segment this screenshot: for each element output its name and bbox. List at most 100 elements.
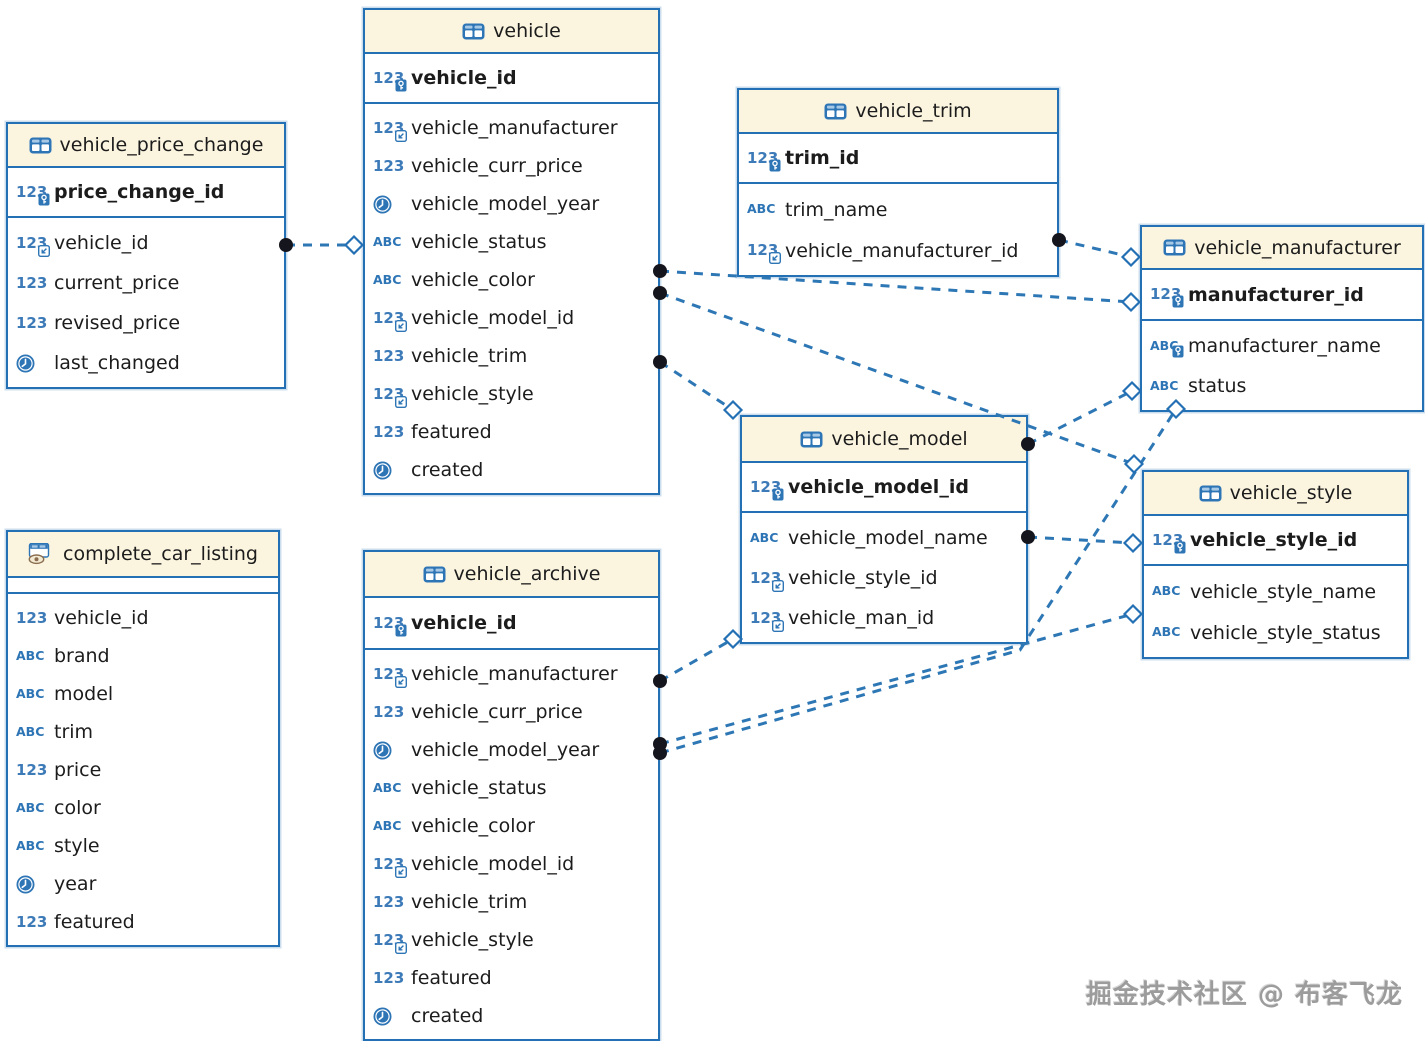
numeric-fk-icon: 123 [373, 120, 411, 142]
relationship-line-vehicle_model-vehicle_manufacturer [1027, 389, 1133, 446]
table-header[interactable]: vehicle_model [742, 417, 1026, 463]
numeric-pk-icon: 123 [750, 479, 788, 500]
table-header[interactable]: vehicle_trim [739, 90, 1057, 134]
string-type-icon: ABC [750, 529, 779, 545]
column-created[interactable]: created [365, 451, 658, 489]
column-last_changed[interactable]: last_changed [8, 343, 284, 383]
string-type-icon: ABC [373, 779, 402, 795]
string-type-icon: ABC [1150, 377, 1179, 393]
numeric-type-icon: 123 [16, 273, 48, 292]
datetime-icon [373, 1007, 411, 1026]
table-header[interactable]: vehicle_archive [365, 552, 658, 598]
column-created[interactable]: created [365, 997, 658, 1035]
table-header[interactable]: vehicle_style [1144, 472, 1407, 516]
numeric-pk-icon: 123 [373, 70, 411, 91]
table-header[interactable]: vehicle [365, 10, 658, 54]
relationship-line-vehicle_model-vehicle_style [1027, 535, 1134, 545]
numeric-type-icon: 123 [373, 346, 405, 365]
table-icon [1199, 485, 1222, 501]
column-year[interactable]: year [8, 865, 278, 903]
table-title: vehicle_style [1229, 482, 1353, 504]
column-vehicle_model_year[interactable]: vehicle_model_year [365, 731, 658, 769]
foreign-key-badge-icon [395, 865, 407, 878]
datetime-type-icon [16, 354, 35, 372]
foreign-key-badge-icon [395, 395, 407, 408]
table-title: vehicle [493, 20, 561, 42]
numeric-pk-icon: 123 [747, 150, 785, 171]
numeric-fk-icon: 123 [373, 856, 411, 878]
relationship-line-vehicle_archive-vehicle_model [659, 637, 734, 683]
key-badge-icon [772, 488, 784, 500]
numeric-fk-icon: 123 [750, 570, 788, 592]
datetime-type-icon [373, 741, 392, 759]
key-badge-icon [395, 79, 407, 91]
relationship-target-diamond [1120, 246, 1142, 268]
watermark: 掘金技术社区 @ 布客飞龙 [1085, 980, 1403, 1010]
table-icon [1163, 239, 1186, 256]
table-header[interactable]: vehicle_manufacturer [1142, 227, 1422, 270]
table-title: vehicle_price_change [59, 134, 264, 156]
table-header[interactable]: complete_car_listing [8, 532, 278, 578]
table-icon [423, 566, 446, 582]
table-header[interactable]: vehicle_price_change [8, 124, 284, 168]
column-vehicle_model_year[interactable]: vehicle_model_year [365, 185, 658, 223]
numeric-type-icon: 123 [16, 608, 48, 627]
datetime-icon [16, 354, 54, 373]
